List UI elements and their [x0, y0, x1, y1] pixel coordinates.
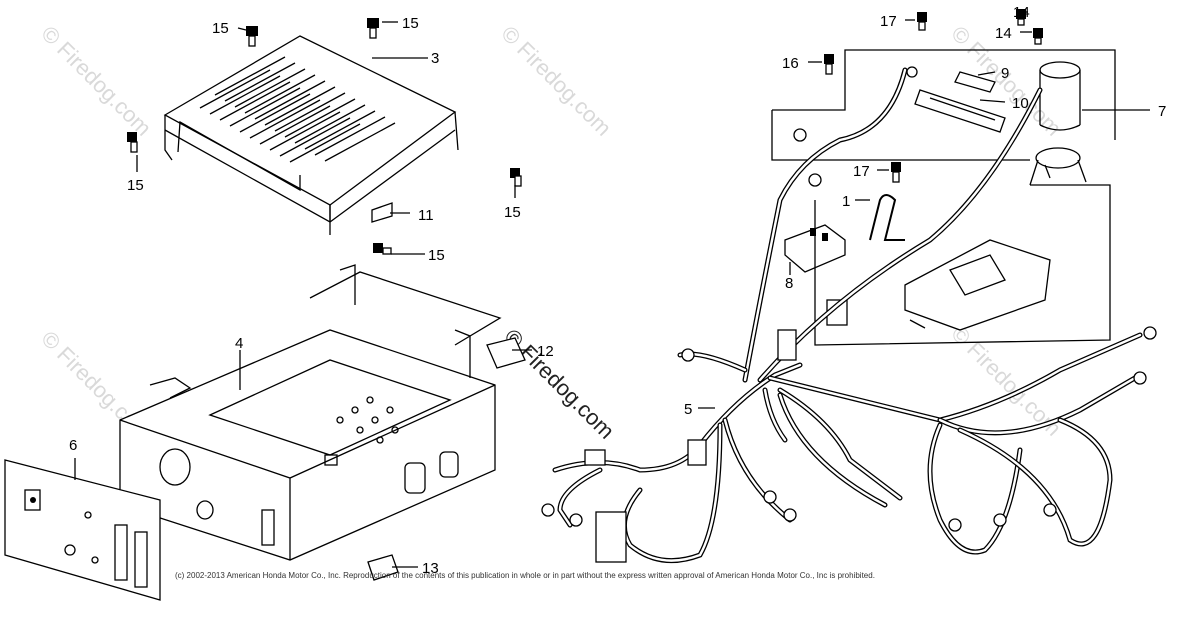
part-label-14: 14 — [995, 25, 1012, 42]
part-label-17: 17 — [853, 163, 870, 180]
part-label-1: 1 — [842, 193, 850, 210]
watermark-1: © Firedog.com — [36, 21, 156, 141]
part-3-top-cover — [163, 35, 459, 235]
part-label-7: 7 — [1158, 103, 1166, 120]
bolt-icon — [127, 132, 138, 153]
part-label-16: 16 — [782, 55, 799, 72]
copyright-notice: (c) 2002-2013 American Honda Motor Co., … — [175, 571, 875, 580]
bolt-icon — [1016, 9, 1026, 26]
leader-lines — [74, 11, 1150, 568]
part-label-9: 9 — [1001, 65, 1009, 82]
watermarks: © Firedog.com © Firedog.com © Firedog.co… — [36, 21, 1066, 446]
part-1-clamp — [869, 194, 905, 241]
part-label-15: 15 — [127, 177, 144, 194]
part-label-12: 12 — [537, 343, 554, 360]
part-label-17: 17 — [880, 13, 897, 30]
part-label-15: 15 — [504, 204, 521, 221]
part-label-14: 14 — [1013, 4, 1030, 21]
part-label-6: 6 — [69, 437, 77, 454]
bolt-icon — [246, 26, 258, 47]
part-label-15: 15 — [428, 247, 445, 264]
assembly-brackets — [771, 49, 1116, 346]
part-label-5: 5 — [684, 401, 692, 418]
part-label-4: 4 — [235, 335, 243, 352]
watermark-2: © Firedog.com — [496, 21, 616, 141]
fastener-bolts — [127, 9, 1043, 255]
ignition-module — [826, 239, 1051, 331]
part-4-control-box — [119, 264, 502, 561]
part-label-15: 15 — [212, 20, 229, 37]
part-label-15: 15 — [402, 15, 419, 32]
part-labels: 15 15 3 15 15 11 15 4 12 6 13 5 16 17 14… — [69, 4, 1166, 577]
part-7-capacitor — [1029, 61, 1087, 186]
part-label-3: 3 — [431, 50, 439, 67]
bolt-icon — [367, 18, 379, 39]
part-label-13: 13 — [422, 560, 439, 577]
part-label-10: 10 — [1012, 95, 1029, 112]
bolt-icon — [373, 243, 392, 255]
bolt-icon — [891, 162, 901, 183]
part-label-11: 11 — [418, 207, 434, 224]
part-label-8: 8 — [785, 275, 793, 292]
bolt-icon — [917, 12, 927, 31]
part-5-wire-harness — [541, 66, 1157, 564]
small-labels — [367, 337, 526, 581]
parts-9-10 — [914, 71, 1006, 133]
part-6-front-panel — [4, 459, 161, 601]
bolt-icon — [1033, 28, 1043, 45]
bolt-icon — [824, 54, 834, 75]
bolt-icon — [510, 168, 522, 187]
